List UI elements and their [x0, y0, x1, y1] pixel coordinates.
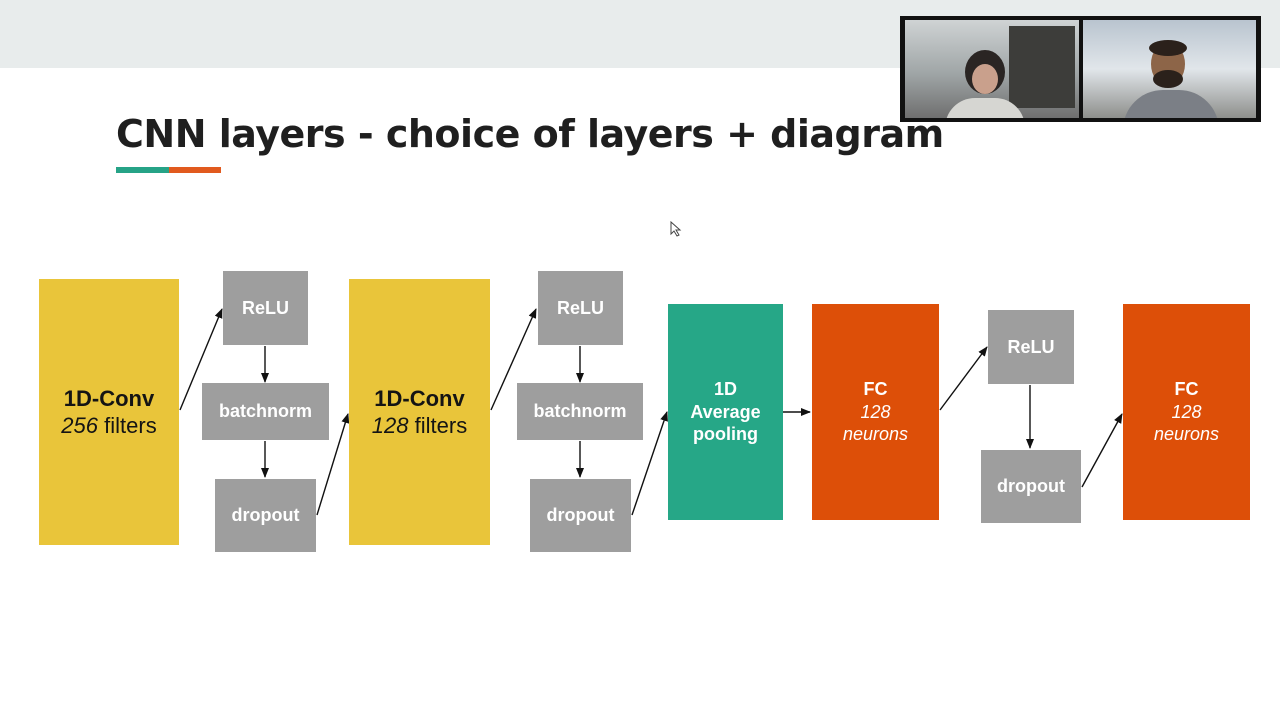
arrow-fc1-to-relu3: [939, 346, 988, 411]
fc2-block: FC 128 neurons: [1123, 304, 1250, 520]
title-underline-green: [116, 167, 169, 173]
fc1-title: FC: [863, 379, 888, 400]
arrow-conv2-to-relu2: [490, 308, 537, 411]
relu3-label: ReLU: [1007, 336, 1055, 357]
conv1-title: 1D-Conv: [63, 385, 155, 411]
dropout1-block: dropout: [215, 479, 316, 552]
dropout2-label: dropout: [546, 505, 615, 526]
relu2-label: ReLU: [556, 297, 604, 318]
mouse-cursor-icon: [670, 220, 682, 240]
relu1-block: ReLU: [223, 271, 308, 345]
pool-line2: Average: [690, 401, 761, 422]
dropout3-label: dropout: [997, 476, 1065, 497]
slide-title: CNN layers - choice of layers + diagram: [116, 112, 944, 156]
dropout3-block: dropout: [981, 450, 1081, 523]
conv1-filters: 256 filters: [61, 412, 156, 440]
fc1-count: 128: [860, 401, 891, 422]
fc1-unit: neurons: [842, 424, 909, 445]
batchnorm2-label: batchnorm: [533, 401, 627, 422]
participant-video-1[interactable]: [905, 20, 1079, 118]
conv2-block: 1D-Conv 128 filters: [349, 279, 490, 545]
arrow-dropout2-to-pool: [631, 411, 668, 516]
conv1-filter-count: 256: [61, 413, 99, 438]
conv2-filter-count: 128: [371, 413, 409, 438]
arrow-dropout1-to-conv2: [316, 413, 350, 516]
conv2-title: 1D-Conv: [374, 385, 465, 411]
fc2-count: 128: [1171, 401, 1202, 422]
batchnorm1-label: batchnorm: [218, 401, 312, 422]
fc2-unit: neurons: [1153, 424, 1220, 445]
conv2-filter-unit: filters: [414, 413, 468, 438]
arrow-dropout3-to-fc2: [1081, 413, 1123, 488]
title-underline-orange: [169, 167, 221, 173]
average-pooling-block: 1D Average pooling: [668, 304, 783, 520]
batchnorm1-block: batchnorm: [202, 383, 329, 440]
fc2-title: FC: [1174, 379, 1199, 400]
batchnorm2-block: batchnorm: [517, 383, 643, 440]
fc1-block: FC 128 neurons: [812, 304, 939, 520]
relu2-block: ReLU: [538, 271, 623, 345]
conv1-block: 1D-Conv 256 filters: [39, 279, 179, 545]
conv1-filter-unit: filters: [104, 413, 157, 438]
arrow-conv1-to-relu1: [179, 308, 223, 411]
pool-line1: 1D: [713, 379, 737, 400]
participant-video-2[interactable]: [1083, 20, 1256, 118]
pool-line3: pooling: [693, 424, 758, 445]
video-call-panel: [900, 16, 1261, 122]
dropout1-label: dropout: [231, 505, 300, 526]
background-wall: [1009, 26, 1075, 108]
dropout2-block: dropout: [530, 479, 631, 552]
relu1-label: ReLU: [241, 297, 289, 318]
conv2-filters: 128 filters: [372, 412, 467, 440]
relu3-block: ReLU: [988, 310, 1074, 384]
